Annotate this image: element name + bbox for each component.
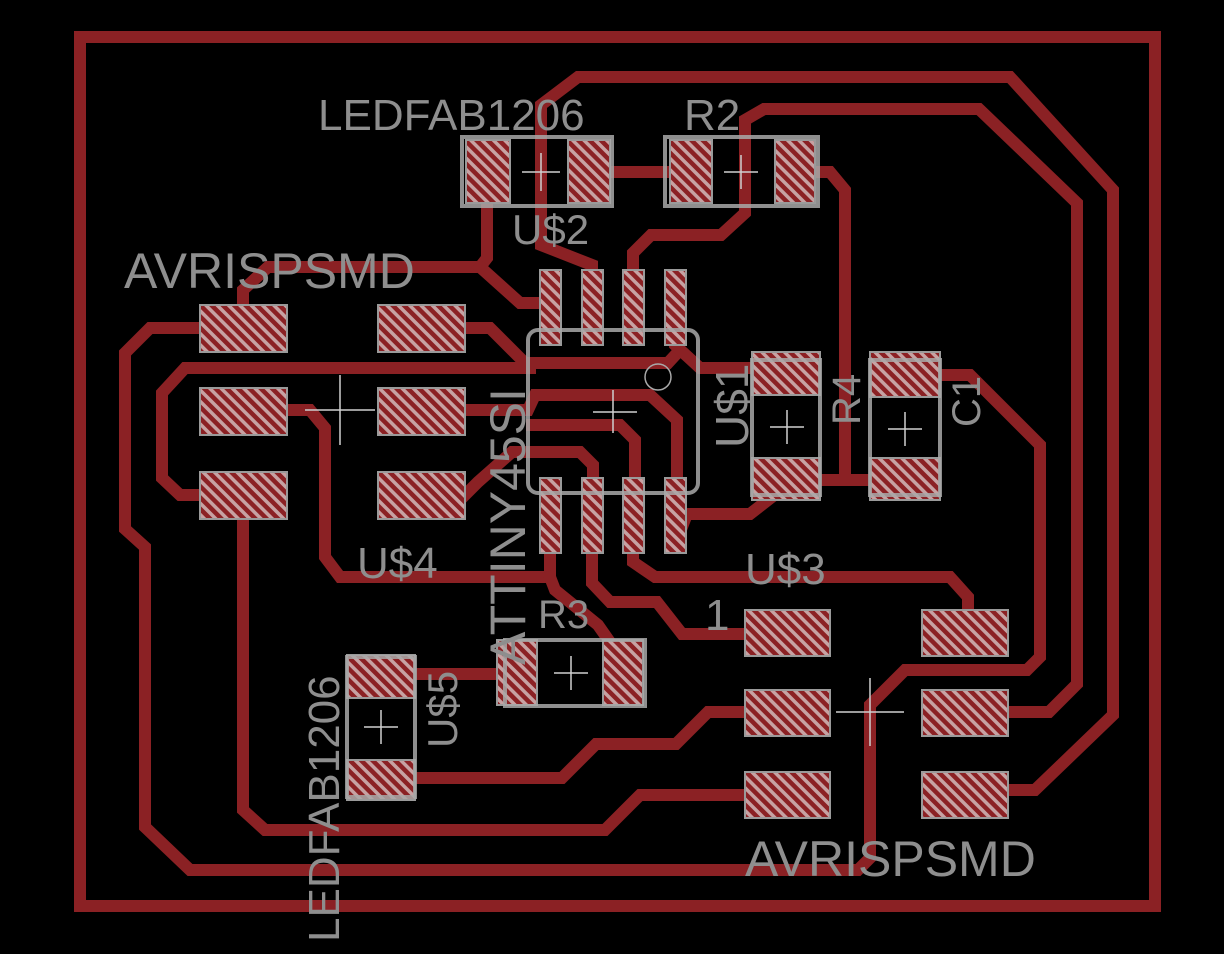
trace[interactable] xyxy=(542,569,621,654)
avr-left-name-label: U$4 xyxy=(357,539,438,588)
trace[interactable] xyxy=(156,362,536,501)
pad[interactable] xyxy=(567,139,611,204)
part-outline xyxy=(750,358,822,497)
r3-label: R3 xyxy=(538,593,589,637)
pad[interactable] xyxy=(346,654,416,699)
trace[interactable] xyxy=(535,71,1119,796)
copper-traces xyxy=(74,31,1161,912)
silkscreen-labels: LEDFAB1206 U$2 R2 AVRISPSMD U$4 ATTINY45… xyxy=(124,91,1036,942)
pad[interactable] xyxy=(774,139,816,204)
pad[interactable] xyxy=(921,771,1009,819)
avr-right-value-label: AVRISPSMD xyxy=(745,831,1036,887)
trace[interactable] xyxy=(526,419,641,496)
pin1-marker xyxy=(644,363,672,391)
part-outline xyxy=(503,638,647,708)
avr-right-name-label: U$3 xyxy=(745,545,826,594)
c1-label: C1 xyxy=(945,376,989,427)
pin[interactable] xyxy=(539,269,562,346)
trace[interactable] xyxy=(627,103,1083,718)
part-outline xyxy=(460,135,614,208)
led-top-value-label: LEDFAB1206 xyxy=(318,91,585,140)
led-bottom-name-label: U$5 xyxy=(419,671,466,748)
crosshair-icon xyxy=(554,656,588,690)
led-top-name-label: U$2 xyxy=(512,206,589,253)
trace[interactable] xyxy=(237,489,751,836)
pad[interactable] xyxy=(199,471,288,520)
crosshair-icon xyxy=(305,375,375,445)
trace[interactable] xyxy=(627,544,974,618)
crosshair-icon xyxy=(888,412,922,446)
trace[interactable] xyxy=(804,166,876,486)
avr-right-pin1-label: 1 xyxy=(705,591,729,640)
pin[interactable] xyxy=(581,477,604,554)
r4-label: R4 xyxy=(825,374,869,425)
pad[interactable] xyxy=(465,139,511,204)
pin[interactable] xyxy=(581,269,604,346)
pad[interactable] xyxy=(377,471,466,520)
trace[interactable] xyxy=(237,194,493,311)
pin[interactable] xyxy=(622,269,645,346)
pad[interactable] xyxy=(744,609,831,657)
pad[interactable] xyxy=(921,689,1009,737)
board-outline-trace[interactable] xyxy=(74,31,1161,912)
origin-crosses xyxy=(305,153,922,746)
avr-header-left[interactable] xyxy=(199,304,466,520)
pad[interactable] xyxy=(377,304,466,353)
resistor-r4[interactable] xyxy=(750,351,822,501)
pad[interactable] xyxy=(744,771,831,819)
led-bottom-value-label: LEDFAB1206 xyxy=(300,675,349,942)
pad[interactable] xyxy=(602,639,644,706)
pin[interactable] xyxy=(664,477,687,554)
pin[interactable] xyxy=(622,477,645,554)
crosshair-icon xyxy=(724,155,758,189)
crosshair-icon xyxy=(836,678,904,746)
trace[interactable] xyxy=(586,544,751,640)
pad[interactable] xyxy=(744,689,831,737)
crosshair-icon xyxy=(364,710,398,744)
pin[interactable] xyxy=(664,269,687,346)
avr-left-value-label: AVRISPSMD xyxy=(124,243,415,299)
part-outline xyxy=(345,655,417,799)
trace[interactable] xyxy=(409,706,751,784)
avr-header-right[interactable] xyxy=(744,609,1009,819)
resistor-r2[interactable] xyxy=(663,135,820,208)
ic-name-label: U$1 xyxy=(706,364,758,448)
trace[interactable] xyxy=(119,322,1046,876)
trace[interactable] xyxy=(456,446,599,504)
crosshair-icon xyxy=(593,390,637,433)
pad[interactable] xyxy=(346,759,416,801)
part-outline xyxy=(868,358,942,497)
led-bottom[interactable] xyxy=(345,654,417,801)
crosshair-icon xyxy=(770,410,804,444)
r2-label: R2 xyxy=(684,91,740,140)
capacitor-c1[interactable] xyxy=(868,351,942,501)
pad[interactable] xyxy=(199,304,288,353)
pad[interactable] xyxy=(921,609,1009,657)
trace[interactable] xyxy=(459,389,683,496)
ic-value-label: ATTINY45SI xyxy=(480,388,536,665)
led-top[interactable] xyxy=(460,135,614,208)
crosshair-icon xyxy=(522,153,560,191)
part-outline xyxy=(663,135,820,208)
pin[interactable] xyxy=(539,477,562,554)
pad[interactable] xyxy=(199,387,288,436)
ic-attiny45[interactable] xyxy=(526,269,700,554)
pad[interactable] xyxy=(377,387,466,436)
pad[interactable] xyxy=(669,139,713,204)
part-outline xyxy=(526,328,700,495)
resistor-r3[interactable] xyxy=(496,638,647,708)
